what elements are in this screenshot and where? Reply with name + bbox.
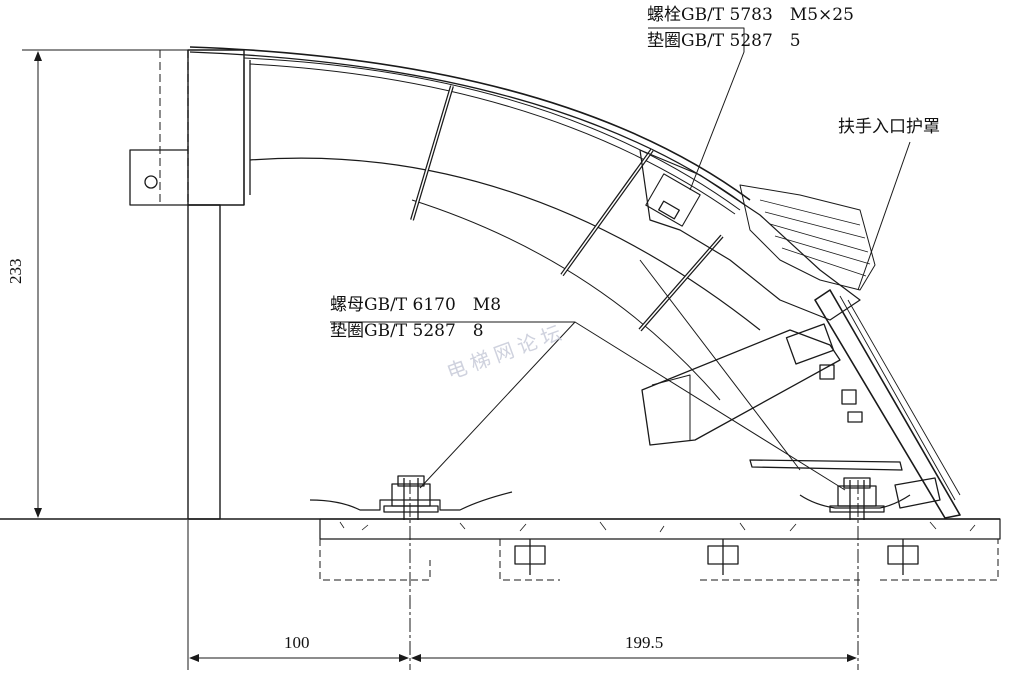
height-dimension-label: 233 — [6, 258, 25, 285]
right-width-dimension-label: 199.5 — [625, 633, 664, 652]
floor-bolt-left — [309, 475, 513, 520]
nut-washer-spec-label: 垫圈GB/T 5287 8 — [330, 321, 484, 341]
bolt-washer-spec-label: 垫圈GB/T 5287 5 — [647, 31, 801, 51]
entry-guard-assembly — [639, 149, 961, 519]
bolt-spec-label: 螺栓GB/T 5783 M5×25 — [647, 5, 854, 25]
vertical-post — [129, 49, 251, 520]
handrail-arc — [189, 46, 761, 401]
height-dimension — [22, 49, 188, 520]
nut-spec-label: 螺母GB/T 6170 M8 — [330, 295, 502, 315]
left-width-dimension-label: 100 — [284, 633, 310, 652]
handrail-guard-label: 扶手入口护罩 — [838, 117, 940, 137]
leader-lines — [330, 27, 911, 491]
floor-section — [0, 518, 1001, 581]
floor-bolt-right — [799, 477, 911, 520]
